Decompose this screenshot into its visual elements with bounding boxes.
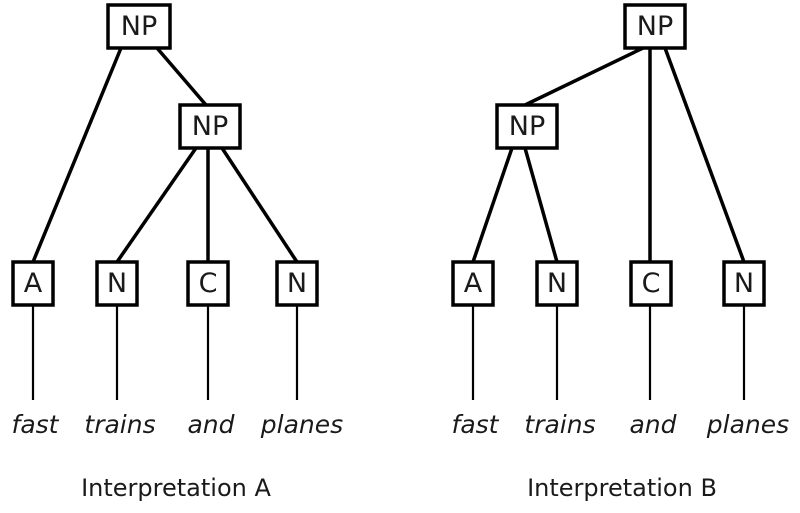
node-box-rect-b-np2 [495, 103, 559, 150]
node-b-leaf-4[interactable]: N [722, 260, 766, 307]
node-b-leaf-2[interactable]: N [535, 260, 579, 307]
node-box-rect-a-leaf-1 [11, 260, 55, 307]
node-a-leaf-3[interactable]: C [186, 260, 230, 307]
node-b-np2[interactable]: NP [495, 103, 559, 150]
node-box-rect-b-leaf-1 [451, 260, 495, 307]
node-a-leaf-1[interactable]: A [11, 260, 55, 307]
branch-edge-a-np2-to-n2 [220, 147, 299, 263]
node-label-a-leaf-3: C [199, 268, 218, 299]
node-label-a-root: NP [121, 11, 157, 42]
node-label-a-leaf-2: N [107, 268, 127, 299]
node-box-rect-b-leaf-3 [629, 260, 673, 307]
terminal-word-a-word-1: fast [12, 410, 60, 439]
tree-caption-interpretation-b: Interpretation B [527, 474, 717, 502]
node-b-leaf-1[interactable]: A [451, 260, 495, 307]
node-box-rect-a-np2 [178, 103, 242, 150]
branch-edge-b-np2-to-a [471, 147, 514, 263]
node-label-b-np2: NP [509, 111, 545, 142]
node-label-a-np2: NP [192, 111, 228, 142]
node-label-b-root: NP [637, 11, 673, 42]
node-a-root[interactable]: NP [106, 3, 172, 50]
node-label-a-leaf-1: A [24, 268, 43, 299]
node-a-leaf-4[interactable]: N [275, 260, 319, 307]
node-b-root[interactable]: NP [623, 3, 687, 50]
branch-edge-a-root-to-a [31, 47, 123, 263]
branch-edge-b-np2-to-n1 [523, 147, 559, 263]
node-box-rect-a-leaf-3 [186, 260, 230, 307]
branch-edge-b-root-to-n2 [663, 47, 746, 263]
node-label-b-leaf-2: N [547, 268, 567, 299]
terminal-word-b-word-3: and [629, 410, 676, 439]
terminal-word-b-word-1: fast [452, 410, 500, 439]
branch-edge-a-root-to-np2 [155, 46, 208, 107]
node-box-rect-b-leaf-2 [535, 260, 579, 307]
node-label-a-leaf-4: N [287, 268, 307, 299]
terminal-word-a-word-4: planes [260, 410, 343, 439]
node-box-rect-a-root [106, 3, 172, 50]
terminal-word-a-word-3: and [187, 410, 234, 439]
node-box-rect-a-leaf-4 [275, 260, 319, 307]
terminal-word-b-word-2: trains [524, 410, 595, 439]
tree-caption-interpretation-a: Interpretation A [81, 474, 271, 502]
node-b-leaf-3[interactable]: C [629, 260, 673, 307]
terminal-word-b-word-4: planes [706, 410, 789, 439]
node-box-rect-b-leaf-4 [722, 260, 766, 307]
branch-edge-b-root-to-np2 [524, 46, 644, 107]
node-a-leaf-2[interactable]: N [95, 260, 139, 307]
branch-edge-a-np2-to-n1 [115, 147, 198, 263]
node-label-b-leaf-4: N [734, 268, 754, 299]
terminal-word-a-word-2: trains [84, 410, 155, 439]
node-label-b-leaf-1: A [464, 268, 483, 299]
node-box-rect-a-leaf-2 [95, 260, 139, 307]
node-label-b-leaf-3: C [642, 268, 661, 299]
node-a-np2[interactable]: NP [178, 103, 242, 150]
node-box-rect-b-root [623, 3, 687, 50]
